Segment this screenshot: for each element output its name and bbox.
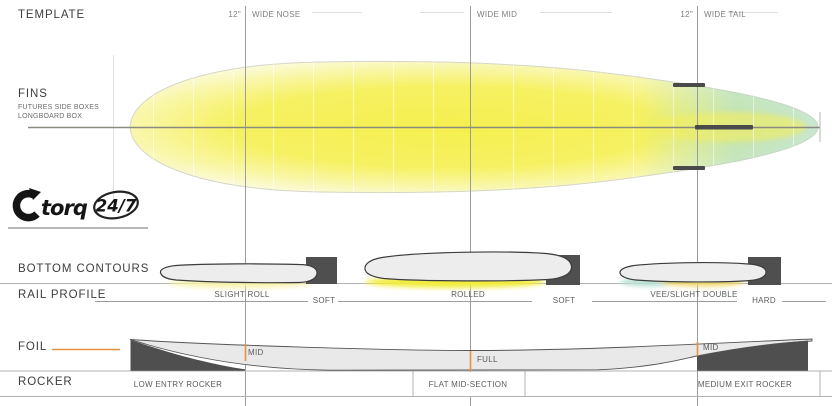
foil-accent-ticks (244, 342, 699, 371)
foil-title: FOIL (18, 341, 48, 353)
torq-logo: torq (12, 188, 89, 222)
fins-box-line2: LONGBOARD BOX (18, 113, 83, 120)
rocker-title: ROCKER (18, 376, 73, 388)
foil-label-mid-nose: MID (248, 348, 264, 357)
fins-box-line1: FUTURES SIDE BOXES (18, 104, 100, 111)
cross-section-mid (364, 251, 573, 282)
rocker-zone-ticks (412, 371, 821, 397)
rail-label-soft-2: SOFT (552, 296, 576, 305)
longboard-fin-box (695, 125, 753, 130)
contour-cross-sections (159, 251, 767, 284)
measurement-vertical-lines (245, 6, 698, 406)
rocker-wedge-nose (130, 340, 245, 371)
wide-nose-label: WIDE NOSE (252, 10, 301, 19)
rocker-label-flat-mid: FLAT MID-SECTION (428, 380, 508, 389)
cross-section-nose (159, 263, 318, 284)
bottom-contours-title: BOTTOM CONTOURS (18, 263, 150, 275)
wide-tail-label: WIDE TAIL (704, 10, 746, 19)
wide-mid-label: WIDE MID (477, 10, 518, 19)
rail-label-soft-1: SOFT (312, 296, 336, 305)
cross-section-tail (619, 261, 767, 283)
fin-markers (673, 83, 753, 170)
foil-label-mid-tail: MID (703, 343, 719, 352)
template-title: TEMPLATE (18, 9, 86, 21)
brand-247-logo: 24/7 (93, 190, 139, 220)
fins-title: FINS (18, 88, 48, 100)
tail-offset-label: 12" (680, 10, 693, 19)
foil-label-full: FULL (477, 355, 498, 364)
rocker-label-med-exit: MEDIUM EXIT ROCKER (697, 380, 793, 389)
rocker-label-low-entry: LOW ENTRY ROCKER (133, 380, 223, 389)
flat-mid-label-box (413, 372, 525, 396)
rail-profile-title: RAIL PROFILE (18, 289, 107, 301)
contour-label-rolled: ROLLED (451, 290, 485, 299)
rocker-wedge-tail (697, 340, 808, 371)
side-fin-box-bottom (673, 166, 705, 170)
contour-label-slight-roll: SLIGHT ROLL (214, 290, 270, 299)
rail-label-hard: HARD (752, 296, 776, 305)
contour-label-vee: VEE/SLIGHT DOUBLE (650, 290, 738, 299)
side-fin-box-top (673, 83, 705, 87)
torq-logo-text: torq (41, 196, 88, 220)
nose-offset-label: 12" (228, 10, 241, 19)
brand-247-text: 24/7 (96, 197, 137, 216)
